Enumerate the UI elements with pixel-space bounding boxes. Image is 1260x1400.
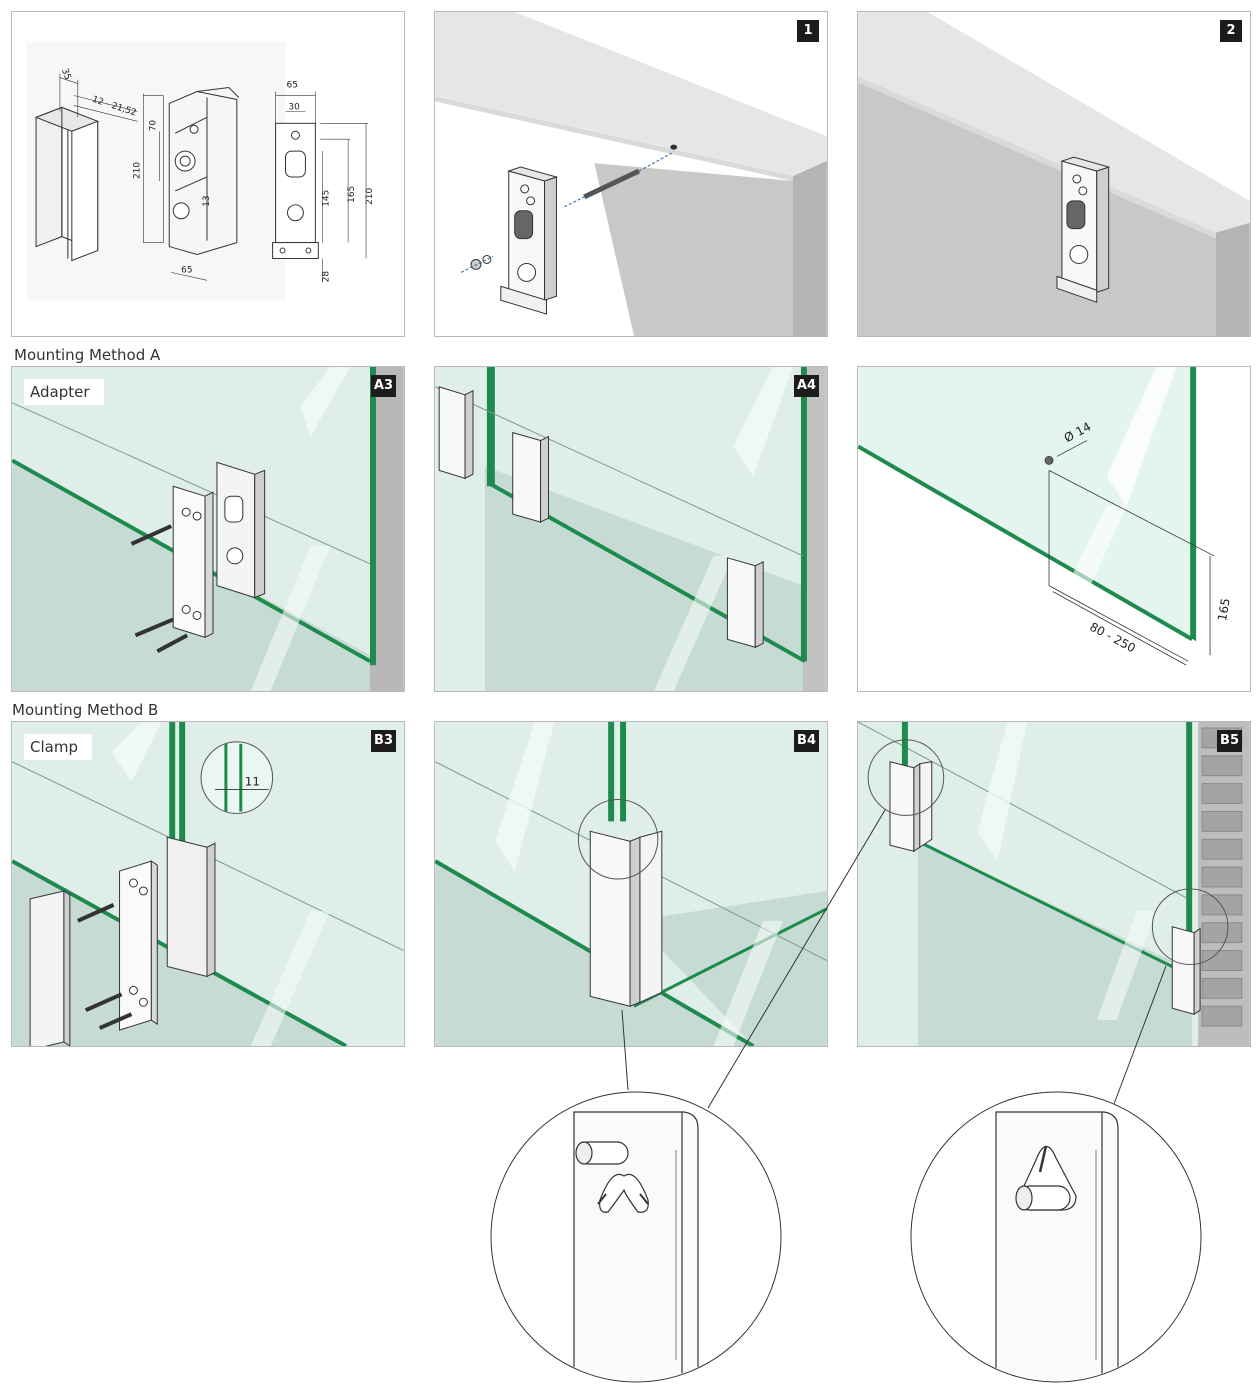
detail-circle-unlocked: [490, 1091, 782, 1383]
step-badge-a3: A3: [370, 375, 396, 397]
dim-28: 28: [321, 271, 331, 283]
dim-210-b: 210: [365, 187, 375, 204]
step-badge-1: 1: [797, 20, 819, 42]
dim-range: 80 - 250: [1087, 620, 1137, 656]
dim-30: 30: [289, 102, 301, 112]
step-1-svg: [435, 12, 827, 336]
step-b5-svg: [858, 722, 1250, 1046]
panel-step-b4: B4: [434, 721, 828, 1047]
step-badge-2: 2: [1220, 20, 1242, 42]
dim-210-a: 210: [132, 162, 142, 179]
step-a3-svg: [12, 367, 404, 691]
tag-clamp: Clamp: [24, 734, 92, 760]
step-badge-b4: B4: [794, 730, 819, 752]
dim-65-b: 65: [287, 81, 298, 91]
panel-step-a4: A4: [434, 366, 828, 692]
dim-70: 70: [148, 120, 158, 132]
step-2-svg: [858, 12, 1250, 336]
tag-adapter: Adapter: [24, 379, 104, 405]
dim-145: 145: [321, 190, 331, 207]
dim-165: 165: [347, 186, 357, 203]
step-badge-b5: B5: [1217, 730, 1242, 752]
detail-circle-locked: [910, 1091, 1202, 1383]
dim-65-a: 65: [181, 265, 192, 275]
drilling-svg: Ø 14 80 - 250 165: [858, 367, 1233, 666]
panel-step-a3: Adapter A3: [11, 366, 405, 692]
panel-step-2: 2: [857, 11, 1251, 337]
step-b3-svg: 11: [12, 722, 404, 1046]
section-label-method-b: Mounting Method B: [12, 701, 159, 719]
panel-drilling: Ø 14 80 - 250 165: [857, 366, 1251, 692]
panel-step-1: 1: [434, 11, 828, 337]
step-badge-a4: A4: [793, 375, 819, 397]
panel-technical-drawing: 35 12 - 21,52 70 210 13 65: [11, 11, 405, 337]
panel-step-b3: 11 Clamp B3: [11, 721, 405, 1047]
dim-13: 13: [202, 195, 212, 206]
dim-gap: 11: [245, 775, 260, 789]
dim-35: 35: [59, 67, 72, 81]
step-a4-svg: [435, 367, 827, 691]
step-badge-b3: B3: [371, 730, 396, 752]
technical-drawing-svg: 35 12 - 21,52 70 210 13 65: [27, 41, 375, 301]
section-label-method-a: Mounting Method A: [14, 346, 161, 364]
panel-step-b5: B5: [857, 721, 1251, 1047]
step-b4-svg: [435, 722, 827, 1046]
dim-height: 165: [1215, 597, 1233, 622]
